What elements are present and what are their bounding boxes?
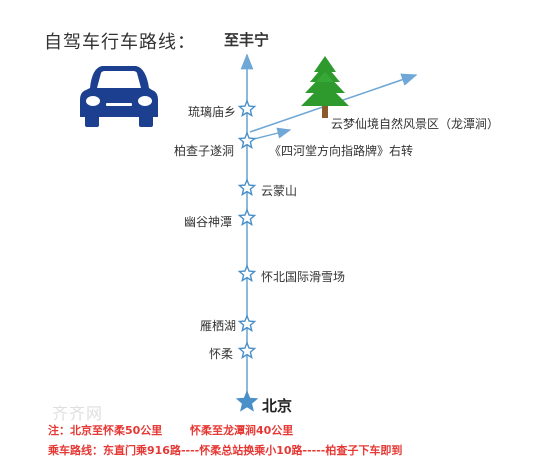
station-marker-beijing [235,390,259,412]
station-marker-huaibei [237,264,257,282]
station-marker-yanqi [237,314,257,332]
pine-tree-icon [301,56,349,118]
page-title: 自驾车行车路线： [44,32,196,53]
stop-label-huairou: 怀柔 [208,347,233,361]
station-marker-yougu [237,208,257,226]
watermark: 齐齐网 [52,404,104,423]
note-distance-2: 怀柔至龙潭涧40公里 [190,424,294,437]
stop-label-yanqi: 雁栖湖 [199,319,236,333]
scenic-area-label: 云梦仙境自然风景区（龙潭涧） [331,117,500,131]
stop-label-huaibei: 怀北国际滑雪场 [261,270,346,284]
station-marker-liuli [237,99,257,117]
car-icon [80,66,158,127]
station-marker-baizhazi [237,131,257,149]
station-marker-yunmeng [237,178,257,196]
origin-label: 北京 [262,397,293,415]
turn-sign-label: 《四河堂方向指路牌》右转 [269,144,414,158]
station-markers [235,99,259,412]
stop-label-yougu: 幽谷神潭 [183,215,232,229]
destination-label: 至丰宁 [224,31,270,49]
stop-label-yunmeng: 云蒙山 [261,184,298,198]
note-distance-1: 注：北京至怀柔50公里 [48,424,163,437]
stop-label-liuli: 琉璃庙乡 [187,105,236,119]
station-marker-huairou [237,341,257,359]
note-bus-route: 乘车路线：东直门乘916路----怀柔总站换乘小10路-----柏查子下车即到 [48,444,403,457]
stop-label-baizhazi: 柏查子遂洞 [173,144,234,158]
